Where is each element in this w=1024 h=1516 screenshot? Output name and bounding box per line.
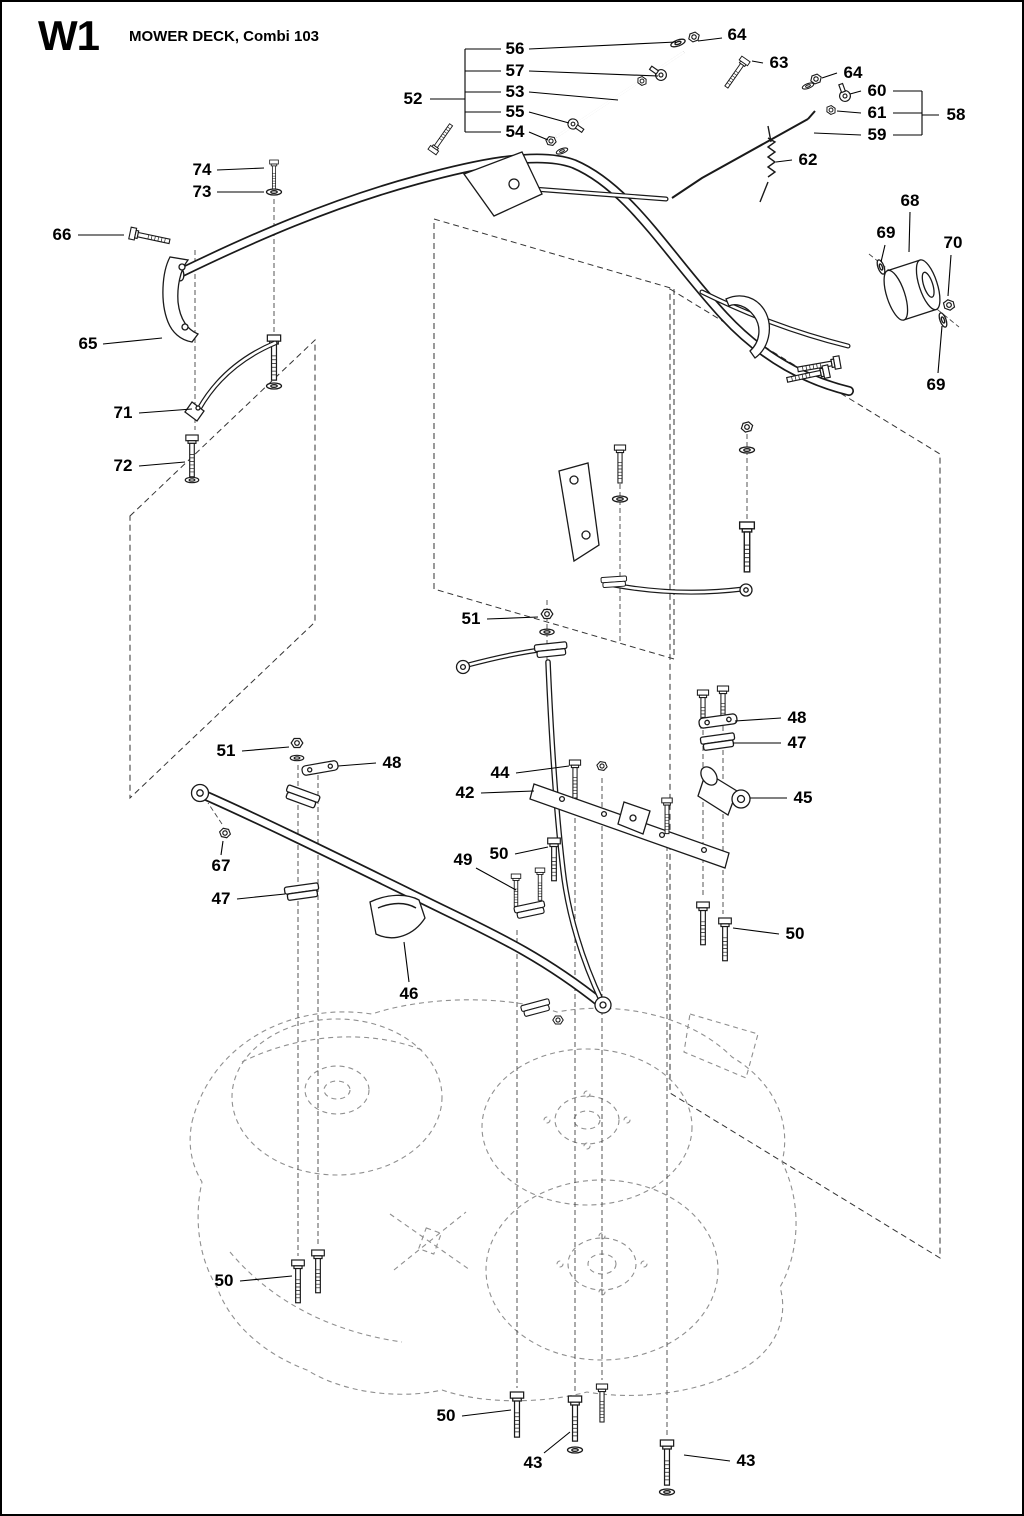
roller-group	[785, 258, 957, 387]
mower-deck-phantom	[189, 999, 797, 1402]
adjuster-linkage	[544, 30, 853, 203]
center-bar-assembly	[283, 685, 751, 962]
leader-lines	[78, 37, 952, 1462]
left-bracket-group	[128, 159, 283, 484]
page-code: W1	[38, 12, 100, 59]
front-tube-assembly	[190, 608, 612, 1025]
alignment-axes	[194, 199, 960, 1436]
page-title: MOWER DECK, Combi 103	[129, 28, 320, 45]
lift-frame-assembly	[173, 121, 854, 396]
rear-link-group	[558, 420, 756, 597]
reference-panels	[129, 218, 941, 1259]
